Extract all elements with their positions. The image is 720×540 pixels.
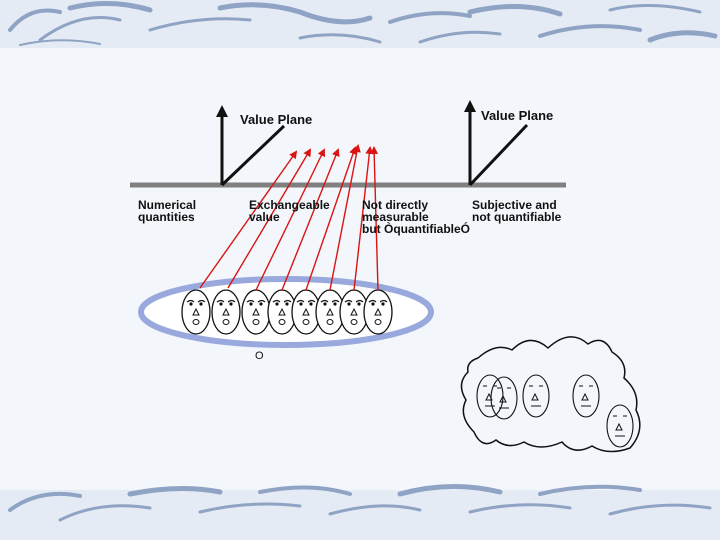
- sketch-face-4: [606, 404, 634, 448]
- valuation-arrow-5: [305, 146, 357, 291]
- sketch-faces-group: [476, 374, 634, 448]
- valuation-arrow-2: [227, 148, 312, 289]
- slide-panel: [0, 48, 720, 490]
- category-label-numerical: Numerical quantities: [138, 198, 197, 224]
- value-plane-left-diagonal-axis: [220, 124, 286, 187]
- valuation-arrow-6: [329, 144, 361, 291]
- valuation-arrows-group: [199, 144, 379, 291]
- valuation-arrow-3: [255, 148, 325, 291]
- category-label-not-directly-measurable: Not directly measurable but Òquantifiabl…: [362, 198, 470, 236]
- valuation-arrow-4: [281, 148, 340, 291]
- face-3: [241, 289, 271, 335]
- stray-mark: O: [255, 350, 264, 362]
- decorative-top-border: [8, 1, 718, 46]
- face-5: [291, 289, 321, 335]
- category-label-subjective: Subjective and not quantifiable: [472, 198, 562, 224]
- valuation-arrow-8: [370, 146, 379, 291]
- value-plane-right: [464, 100, 529, 187]
- valuation-arrow-7: [353, 146, 374, 291]
- category-label-exchangeable: Exchangeable value: [249, 198, 330, 224]
- value-plane-right-diagonal-axis: [468, 123, 529, 187]
- valuation-arrow-1: [199, 150, 298, 289]
- sketch-face-2: [522, 374, 550, 418]
- decorative-bottom-border: [8, 483, 712, 522]
- face-2: [211, 289, 241, 335]
- face-8: [363, 289, 393, 335]
- face-1: [181, 289, 211, 335]
- value-plane-left-title: Value Plane: [240, 112, 313, 127]
- sketch-blob-outline: [460, 336, 641, 453]
- sketch-face-3: [572, 374, 600, 418]
- value-plane-right-title: Value Plane: [481, 108, 554, 123]
- sketch-face-5: [476, 374, 504, 418]
- value-plane-left: [216, 105, 286, 187]
